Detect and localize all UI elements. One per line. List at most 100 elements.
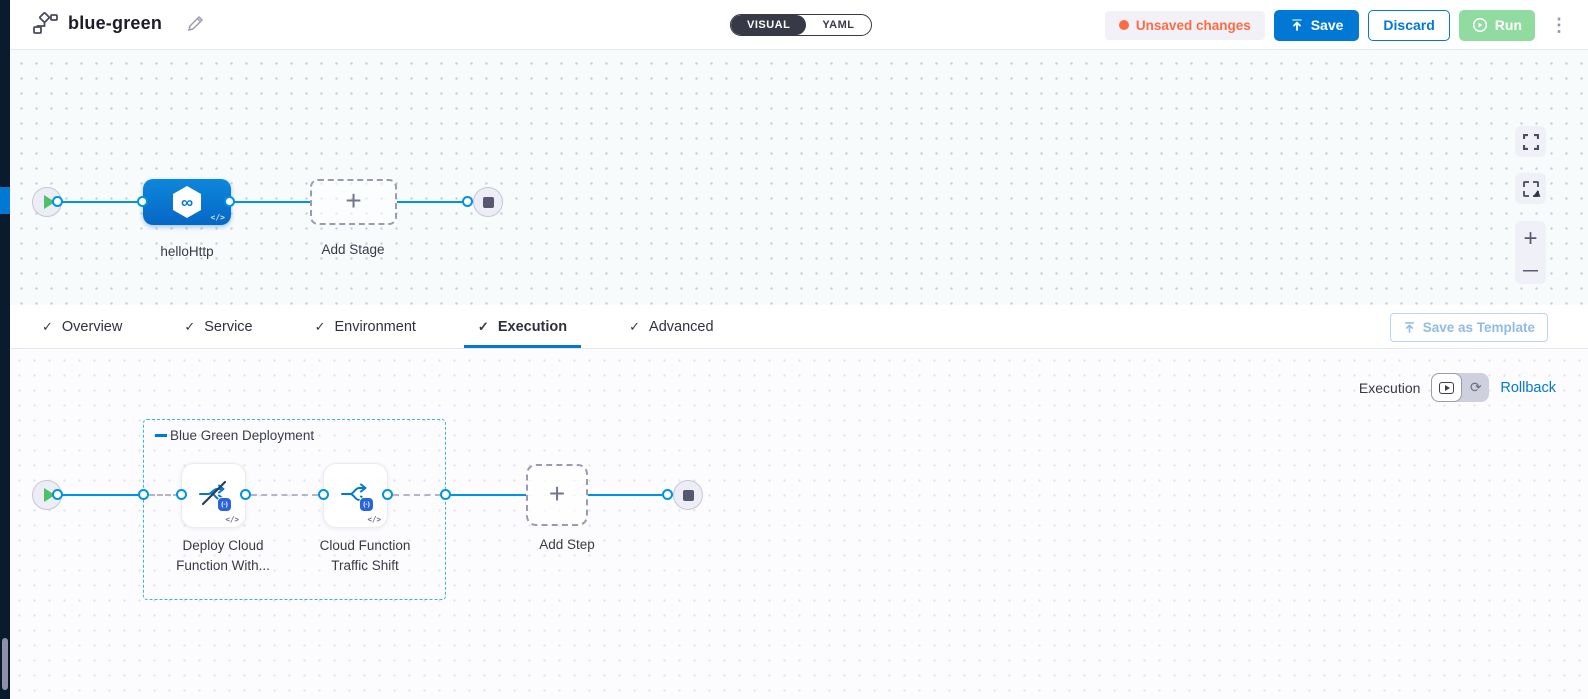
left-nav-scrollbar-thumb[interactable]	[2, 638, 8, 690]
check-icon: ✓	[629, 318, 641, 334]
check-icon: ✓	[314, 318, 326, 334]
fullscreen-icon	[1522, 133, 1539, 150]
stop-square-icon	[482, 196, 494, 208]
stop-square-icon	[682, 489, 694, 501]
edge	[397, 201, 465, 203]
rollback-toggle-button[interactable]: ⟳	[1470, 379, 1482, 395]
edge-dashed	[251, 494, 318, 496]
svg-text:∞: ∞	[181, 193, 193, 212]
step-group-blue-green-deployment[interactable]: Blue Green Deployment	[143, 419, 446, 600]
step-name-label: Deploy Cloud Function With...	[176, 538, 270, 573]
tab-environment[interactable]: ✓ Environment	[301, 305, 430, 348]
edit-title-icon[interactable]	[186, 14, 206, 34]
fullscreen-button[interactable]	[1515, 126, 1546, 157]
collapse-group-icon[interactable]	[155, 434, 167, 437]
port[interactable]	[138, 489, 149, 500]
check-icon: ✓	[184, 318, 196, 334]
left-nav-active-indicator	[0, 187, 10, 214]
edge-dashed	[393, 494, 441, 496]
tab-overview[interactable]: ✓ Overview	[28, 305, 136, 348]
save-button[interactable]: Save	[1273, 9, 1360, 41]
port[interactable]	[224, 196, 235, 207]
tab-advanced[interactable]: ✓ Advanced	[615, 305, 727, 348]
visual-yaml-toggle: VISUAL YAML	[730, 14, 872, 36]
start-play-icon	[43, 195, 55, 209]
pipeline-title: blue-green	[68, 13, 163, 33]
plus-icon: +	[548, 477, 566, 509]
toggle-visual[interactable]: VISUAL	[731, 15, 807, 35]
pipeline-end-node[interactable]	[473, 187, 503, 217]
port[interactable]	[462, 196, 473, 207]
tab-service[interactable]: ✓ Service	[170, 305, 266, 348]
upload-icon	[1404, 322, 1414, 333]
unsaved-dot-icon	[1118, 20, 1129, 30]
edge	[232, 201, 312, 203]
pipeline-header: blue-green VISUAL YAML Unsaved changes S…	[10, 0, 1588, 50]
port[interactable]	[240, 489, 251, 500]
zoom-controls: + —	[1515, 221, 1546, 284]
check-icon: ✓	[477, 318, 489, 334]
zoom-out-button[interactable]: —	[1523, 262, 1538, 279]
cloud-function-badge-icon: (-)	[359, 497, 374, 512]
stage-graph-canvas[interactable]: ∞ </> + helloHttp Add Stage + —	[10, 50, 1588, 305]
collapsed-left-nav[interactable]	[0, 0, 10, 699]
edge	[60, 201, 145, 203]
plus-icon: +	[345, 184, 362, 216]
step-name-label: Cloud Function Traffic Shift	[319, 538, 411, 573]
marquee-select-icon	[1522, 180, 1539, 197]
edge-dashed	[149, 494, 179, 496]
save-as-template-button[interactable]: Save as Template	[1389, 313, 1548, 342]
execution-graph-canvas[interactable]: Execution ⟳ Rollback Blue Green Deployme…	[10, 349, 1588, 699]
stage-tabs: ✓ Overview ✓ Service ✓ Environment ✓ Exe…	[10, 305, 1588, 349]
marquee-select-button[interactable]	[1515, 173, 1546, 204]
start-play-icon	[43, 488, 55, 502]
play-circle-icon	[1472, 17, 1487, 33]
tab-label: Overview	[61, 318, 123, 335]
discard-label: Discard	[1383, 17, 1435, 33]
execution-play-box-icon	[1439, 381, 1455, 394]
deploy-stage-icon: ∞	[169, 184, 205, 220]
add-stage-label: Add Stage	[321, 242, 385, 257]
port[interactable]	[662, 489, 673, 500]
port[interactable]	[52, 196, 63, 207]
run-label: Run	[1494, 17, 1522, 33]
port[interactable]	[440, 489, 451, 500]
check-icon: ✓	[42, 318, 53, 334]
port[interactable]	[318, 489, 329, 500]
tab-label: Execution	[497, 318, 568, 335]
execution-end-node[interactable]	[673, 480, 703, 510]
code-icon: </>	[367, 515, 381, 524]
discard-button[interactable]: Discard	[1368, 9, 1450, 41]
save-label: Save	[1310, 17, 1344, 33]
more-options-icon[interactable]: ⋮	[1550, 15, 1568, 35]
step-group-label: Blue Green Deployment	[170, 428, 315, 443]
tab-execution[interactable]: ✓ Execution	[463, 305, 582, 348]
upload-icon	[1291, 19, 1302, 31]
toggle-yaml[interactable]: YAML	[822, 19, 855, 31]
step-node-deploy-cloud-function[interactable]: (-) </>	[181, 463, 246, 528]
tab-label: Service	[204, 318, 253, 335]
add-step-label: Add Step	[539, 537, 595, 552]
cloud-function-badge-icon: (-)	[217, 497, 232, 512]
add-step-button[interactable]: +	[526, 464, 588, 526]
execution-toggle-button[interactable]	[1431, 373, 1463, 402]
port[interactable]	[176, 489, 187, 500]
port[interactable]	[382, 489, 393, 500]
run-button[interactable]: Run	[1458, 9, 1535, 41]
unsaved-changes-badge: Unsaved changes	[1104, 10, 1265, 40]
execution-mode-row: Execution ⟳ Rollback	[1359, 373, 1556, 402]
port[interactable]	[52, 489, 63, 500]
pipeline-flowchart-icon	[30, 12, 58, 38]
execution-rollback-toggle: ⟳	[1431, 373, 1490, 402]
zoom-in-button[interactable]: +	[1523, 225, 1538, 252]
add-stage-button[interactable]: +	[310, 179, 397, 225]
unsaved-changes-label: Unsaved changes	[1135, 17, 1251, 33]
edge	[451, 494, 526, 496]
step-node-cloud-function-traffic-shift[interactable]: (-) </>	[323, 463, 388, 528]
stage-node-hellohttp[interactable]: ∞ </>	[143, 179, 231, 225]
code-icon: </>	[210, 213, 225, 222]
rollback-link[interactable]: Rollback	[1500, 379, 1556, 396]
port[interactable]	[137, 196, 148, 207]
edge	[60, 494, 145, 496]
